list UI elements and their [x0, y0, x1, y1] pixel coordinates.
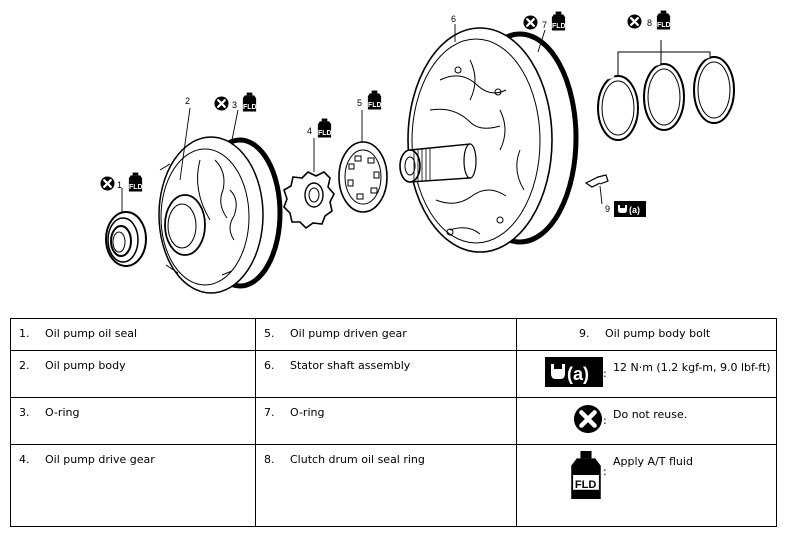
part-label: Clutch drum oil seal ring: [290, 453, 425, 466]
part-number: 9.: [579, 327, 590, 340]
leader-lines: [121, 24, 603, 212]
torque-wrench-icon: (a): [614, 201, 646, 217]
callout-3: 3: [232, 100, 237, 110]
fluid-text: Apply A/T fluid: [613, 455, 693, 468]
do-not-reuse-text: Do not reuse.: [613, 408, 688, 421]
fld-icon: FLD: [317, 118, 332, 138]
svg-text:FLD: FLD: [129, 184, 143, 191]
callout-1: 1: [117, 180, 122, 190]
svg-text:(a): (a): [629, 205, 640, 215]
svg-text:FLD: FLD: [318, 130, 332, 137]
callout-symbols: FLD FLD FLD FLD FLD FLD (a): [100, 10, 671, 217]
callout-5: 5: [357, 98, 362, 108]
no-reuse-icon: [214, 96, 229, 111]
fld-icon: FLD: [656, 10, 671, 30]
callout-7: 7: [542, 20, 547, 30]
clutch-drum-oil-seal-rings: [597, 40, 735, 141]
fld-icon: FLD: [128, 172, 143, 192]
torque-spec: 12 N·m (1.2 kgf-m, 9.0 lbf-ft): [613, 361, 771, 374]
no-reuse-icon: [523, 15, 538, 30]
torque-wrench-icon: (a): [545, 357, 603, 387]
part-number: 2.: [19, 359, 30, 372]
part-number: 7.: [264, 406, 275, 419]
part-number: 3.: [19, 406, 30, 419]
oil-pump-body: [158, 136, 283, 294]
part-label: Oil pump body: [45, 359, 126, 372]
part-number: 5.: [264, 327, 275, 340]
part-label: Oil pump oil seal: [45, 327, 138, 340]
part-label: Oil pump driven gear: [290, 327, 407, 340]
part-label: O-ring: [290, 406, 325, 419]
oil-pump-drive-gear: [283, 171, 335, 230]
part-label: Oil pump drive gear: [45, 453, 155, 466]
fld-icon: FLD: [367, 90, 382, 110]
oil-pump-body-bolt: [584, 174, 609, 188]
svg-text:FLD: FLD: [368, 102, 382, 109]
part-label: O-ring: [45, 406, 80, 419]
oil-pump-exploded-diagram: 1 2 3 4 5 6 7 8 9 FLD FLD FLD FLD FLD FL…: [100, 10, 735, 294]
svg-text:FLD: FLD: [552, 23, 566, 30]
part-number: 4.: [19, 453, 30, 466]
part-label: Stator shaft assembly: [290, 359, 411, 372]
fld-icon: FLD: [242, 92, 257, 112]
svg-text:FLD: FLD: [657, 22, 671, 29]
callout-6: 6: [451, 14, 456, 24]
stator-shaft-assembly: [399, 27, 579, 253]
legend-table: 1. Oil pump oil seal 5. Oil pump driven ge…: [10, 318, 777, 527]
oil-pump-oil-seal: [105, 211, 147, 267]
svg-text:(a): (a): [567, 364, 589, 384]
callout-2: 2: [185, 96, 190, 106]
oil-pump-driven-gear: [338, 141, 388, 213]
svg-text:FLD: FLD: [575, 479, 597, 491]
callout-9: 9: [605, 204, 610, 214]
callout-8: 8: [647, 18, 652, 28]
part-label: Oil pump body bolt: [605, 327, 711, 340]
fld-icon: FLD: [551, 11, 566, 31]
do-not-reuse-icon: [573, 404, 603, 434]
svg-text:FLD: FLD: [243, 104, 257, 111]
part-number: 6.: [264, 359, 275, 372]
callout-numbers: 1 2 3 4 5 6 7 8 9: [117, 14, 652, 214]
no-reuse-icon: [100, 176, 115, 191]
fluid-bottle-icon: FLD: [571, 451, 601, 499]
callout-4: 4: [307, 126, 312, 136]
no-reuse-icon: [627, 14, 642, 29]
part-number: 1.: [19, 327, 30, 340]
part-number: 8.: [264, 453, 275, 466]
